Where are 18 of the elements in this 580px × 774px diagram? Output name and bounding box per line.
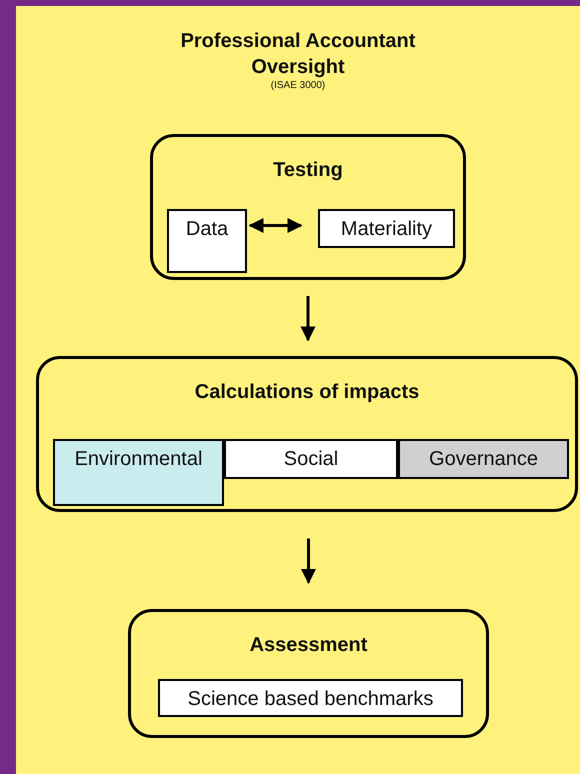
group-heading: Assessment bbox=[248, 633, 368, 658]
title: Professional Accountant Oversight bbox=[180, 29, 416, 80]
label-box: Materiality bbox=[318, 209, 455, 248]
subtitle: (ISAE 3000) bbox=[270, 80, 326, 92]
label-box: Environmental bbox=[53, 439, 224, 506]
group-box bbox=[150, 134, 466, 280]
label-box: Governance bbox=[398, 439, 569, 479]
background-panel bbox=[16, 6, 580, 774]
group-box bbox=[128, 609, 489, 738]
group-box bbox=[36, 356, 578, 512]
arrow bbox=[301, 538, 316, 584]
group-heading: Calculations of impacts bbox=[194, 380, 420, 405]
arrow bbox=[300, 296, 316, 342]
arrow bbox=[248, 218, 302, 233]
group-heading: Testing bbox=[272, 158, 344, 183]
label-box: Data bbox=[167, 209, 247, 273]
label-box: Science based benchmarks bbox=[158, 679, 463, 717]
label-box: Social bbox=[224, 439, 398, 479]
